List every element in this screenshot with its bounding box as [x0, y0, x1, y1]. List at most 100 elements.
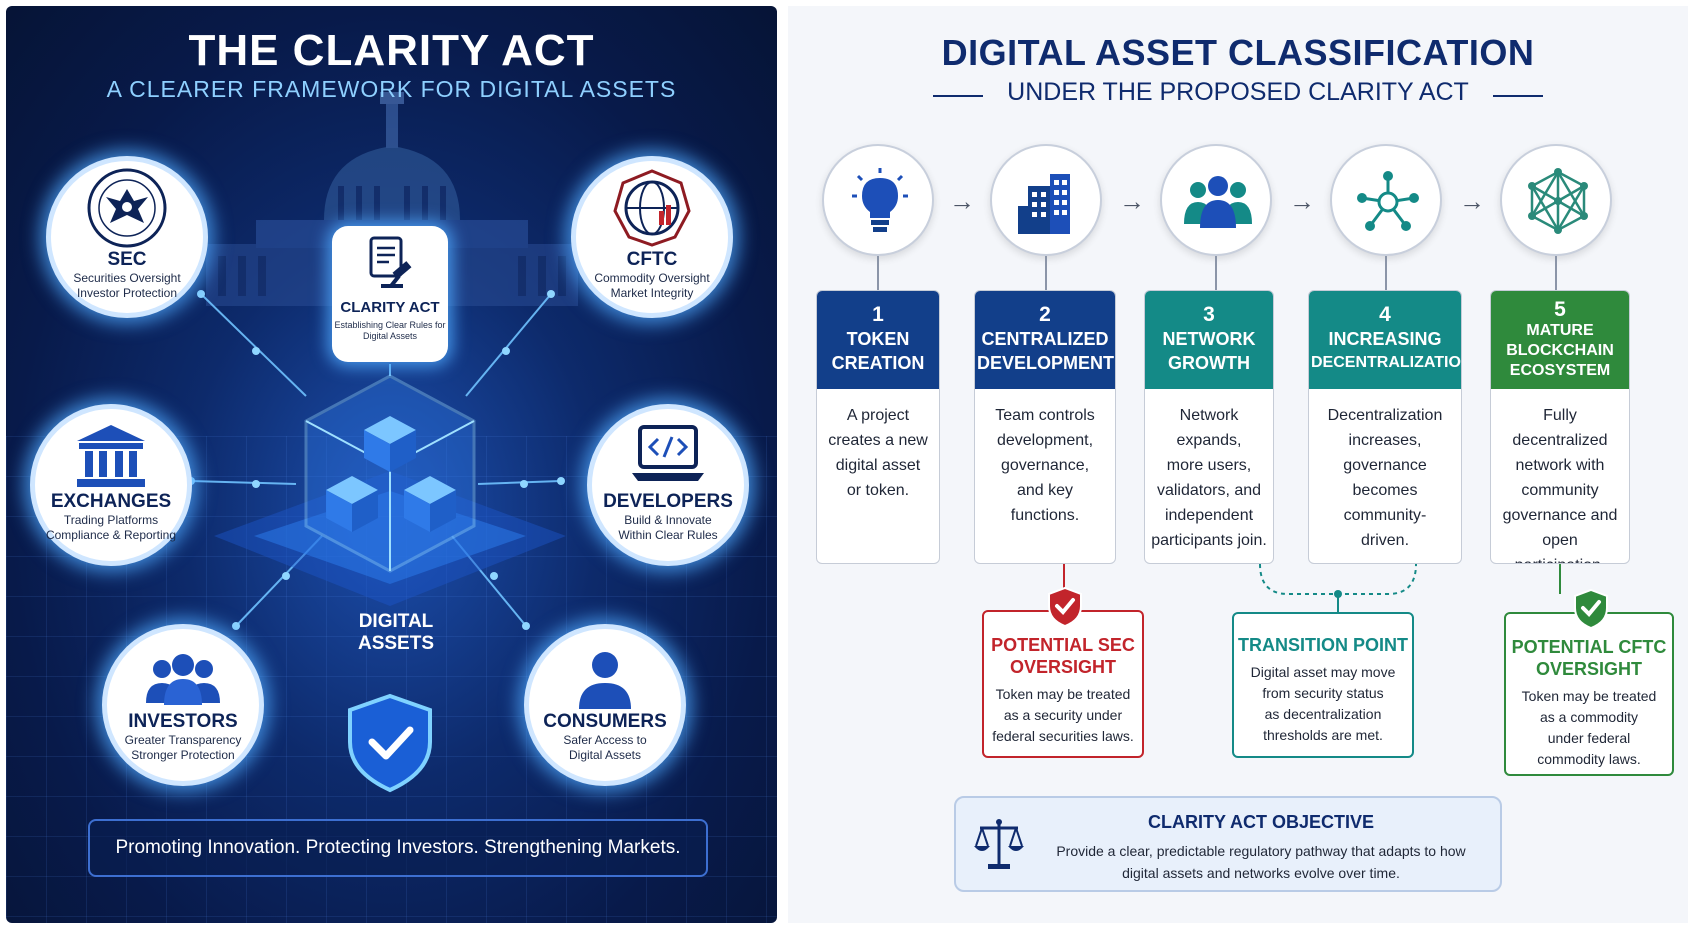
network-lines-graphic [187, 92, 578, 793]
stage-4-label-2: DECENTRALIZATION [1311, 354, 1462, 371]
stage-2-label-1: CENTRALIZED [981, 329, 1109, 349]
right-panel: DIGITAL ASSET CLASSIFICATION UNDER THE P… [788, 6, 1688, 923]
transition-point-box: TRANSITION POINT Digital asset may move … [1232, 612, 1414, 758]
stage-5-number: 5 [1554, 298, 1566, 321]
clarity-act-desc: Establishing Clear Rules for Digital Ass… [334, 320, 446, 341]
subtitle-rule-right [1493, 94, 1544, 97]
connector-cftc [1559, 564, 1561, 594]
node-cftc: CFTC Commodity Oversight Market Integrit… [571, 156, 733, 318]
cftc-title: CFTC [626, 249, 678, 270]
stage-1-label-2: CREATION [831, 353, 925, 373]
stage-5-label-1: MATURE [1526, 322, 1594, 339]
stage-3-label-2: GROWTH [1168, 353, 1250, 373]
stage-1-text: A project creates a new digital asset or… [828, 407, 928, 499]
stage-3-icon-circle [1160, 144, 1272, 256]
stage-5-icon-circle [1500, 144, 1612, 256]
connector-1 [877, 256, 879, 290]
people-group-icon [146, 654, 220, 705]
node-exchanges: EXCHANGES Trading Platforms Compliance &… [30, 404, 192, 566]
developers-title: DEVELOPERS [603, 491, 733, 512]
stage-4-icon-circle [1330, 144, 1442, 256]
right-subtitle-row: UNDER THE PROPOSED CLARITY ACT [788, 78, 1688, 107]
subtitle-rule-left [932, 94, 983, 97]
arrow-3-4: → [1289, 186, 1315, 216]
cftc-line2: Market Integrity [610, 286, 694, 300]
exchanges-line2: Compliance & Reporting [45, 528, 177, 542]
stage-4-text: Decentralization increases, governance b… [1327, 407, 1443, 549]
arrow-2-3: → [1119, 186, 1145, 216]
node-developers: DEVELOPERS Build & Innovate Within Clear… [587, 404, 749, 566]
right-subtitle: UNDER THE PROPOSED CLARITY ACT [1007, 78, 1469, 106]
cftc-oversight-title-2: OVERSIGHT [1535, 659, 1642, 679]
stage-4-label-1: INCREASING [1328, 329, 1442, 349]
left-subtitle: A CLEARER FRAMEWORK FOR DIGITAL ASSETS [106, 76, 677, 102]
transition-title: TRANSITION POINT [1238, 635, 1408, 655]
stage-3-text: Network expands, more users, validators,… [1151, 407, 1267, 549]
right-title: DIGITAL ASSET CLASSIFICATION [941, 32, 1535, 73]
scales-icon [974, 819, 1024, 869]
stage-5-label-3: ECOSYSTEM [1509, 362, 1611, 379]
stage-card-1: 1 TOKEN CREATION A project creates a new… [816, 290, 940, 564]
stage-card-3: 3 NETWORK GROWTH Network expands, more u… [1144, 290, 1274, 564]
stage-2-number: 2 [1039, 303, 1051, 326]
stage-1-label-1: TOKEN [846, 329, 910, 349]
lightbulb-icon [852, 168, 908, 232]
sec-oversight-box: POTENTIAL SEC OVERSIGHT Token may be tre… [982, 586, 1144, 758]
stage-card-2: 2 CENTRALIZED DEVELOPMENT Team controls … [974, 290, 1116, 564]
sec-oversight-text: Token may be treated as a security under… [992, 686, 1134, 744]
arrow-4-5: → [1459, 186, 1485, 216]
cftc-oversight-title-1: POTENTIAL CFTC [1511, 637, 1667, 657]
shield-check-icon [1048, 586, 1082, 628]
objective-title: CLARITY ACT OBJECTIVE [1147, 812, 1375, 832]
stage-5-header: 5 MATURE BLOCKCHAIN ECOSYSTEM [1491, 291, 1629, 389]
digital-assets-label: DIGITAL ASSETS [357, 611, 435, 654]
stage-3-header: 3 NETWORK GROWTH [1145, 291, 1273, 389]
sec-line1: Securities Oversight [73, 271, 181, 285]
developers-line2: Within Clear Rules [618, 528, 718, 542]
connector-sec [1063, 564, 1065, 594]
sec-oversight-title-2: OVERSIGHT [1009, 657, 1116, 677]
stage-card-4: 4 INCREASING DECENTRALIZATION Decentrali… [1308, 290, 1462, 564]
consumers-line1: Safer Access to [563, 733, 647, 747]
sec-seal-icon [87, 168, 167, 248]
consumers-title: CONSUMERS [543, 711, 667, 732]
investors-line2: Stronger Protection [131, 748, 235, 762]
clarity-act-objective-box: CLARITY ACT OBJECTIVE Provide a clear, p… [954, 796, 1502, 892]
person-icon [579, 652, 631, 709]
clarity-act-card: CLARITY ACT Establishing Clear Rules for… [332, 226, 448, 362]
stage-1-header: 1 TOKEN CREATION [817, 291, 939, 389]
cftc-line1: Commodity Oversight [594, 271, 710, 285]
network-nodes-icon [1357, 171, 1419, 231]
bank-building-icon [77, 425, 145, 487]
document-gavel-icon [369, 236, 412, 288]
stage-5-text: Fully decentralized network with communi… [1502, 407, 1618, 563]
node-investors: INVESTORS Greater Transparency Stronger … [102, 624, 264, 786]
stage-4-number: 4 [1379, 303, 1391, 326]
left-title: THE CLARITY ACT [188, 26, 595, 75]
team-icon [1184, 176, 1252, 228]
consumers-line2: Digital Assets [568, 748, 642, 762]
cftc-oversight-box: POTENTIAL CFTC OVERSIGHT Token may be tr… [1504, 588, 1674, 776]
node-consumers: CONSUMERS Safer Access to Digital Assets [524, 624, 686, 786]
stage-2-header: 2 CENTRALIZED DEVELOPMENT [975, 291, 1115, 389]
investors-line1: Greater Transparency [124, 733, 242, 747]
stage-4-header: 4 INCREASING DECENTRALIZATION [1309, 291, 1461, 389]
objective-text: Provide a clear, predictable regulatory … [1056, 843, 1466, 881]
node-sec: SEC Securities Oversight Investor Protec… [46, 156, 208, 318]
stage-5-label-2: BLOCKCHAIN [1506, 342, 1614, 359]
slogan-banner: Promoting Innovation. Protecting Investo… [88, 819, 708, 877]
sec-oversight-title-1: POTENTIAL SEC [991, 635, 1135, 655]
stage-1-icon-circle [822, 144, 934, 256]
code-laptop-icon [632, 425, 704, 481]
arrow-1-2: → [949, 186, 975, 216]
shield-check-icon [1574, 588, 1608, 630]
shield-check-icon [348, 693, 432, 793]
transition-text: Digital asset may move from security sta… [1250, 664, 1396, 743]
sec-title: SEC [107, 249, 147, 270]
developers-line1: Build & Innovate [624, 513, 712, 527]
stage-2-icon-circle [990, 144, 1102, 256]
stage-card-5: 5 MATURE BLOCKCHAIN ECOSYSTEM Fully dece… [1490, 290, 1630, 564]
connector-3 [1215, 256, 1217, 290]
stage-3-number: 3 [1203, 303, 1215, 326]
stage-2-text: Team controls development, governance, a… [995, 407, 1095, 524]
